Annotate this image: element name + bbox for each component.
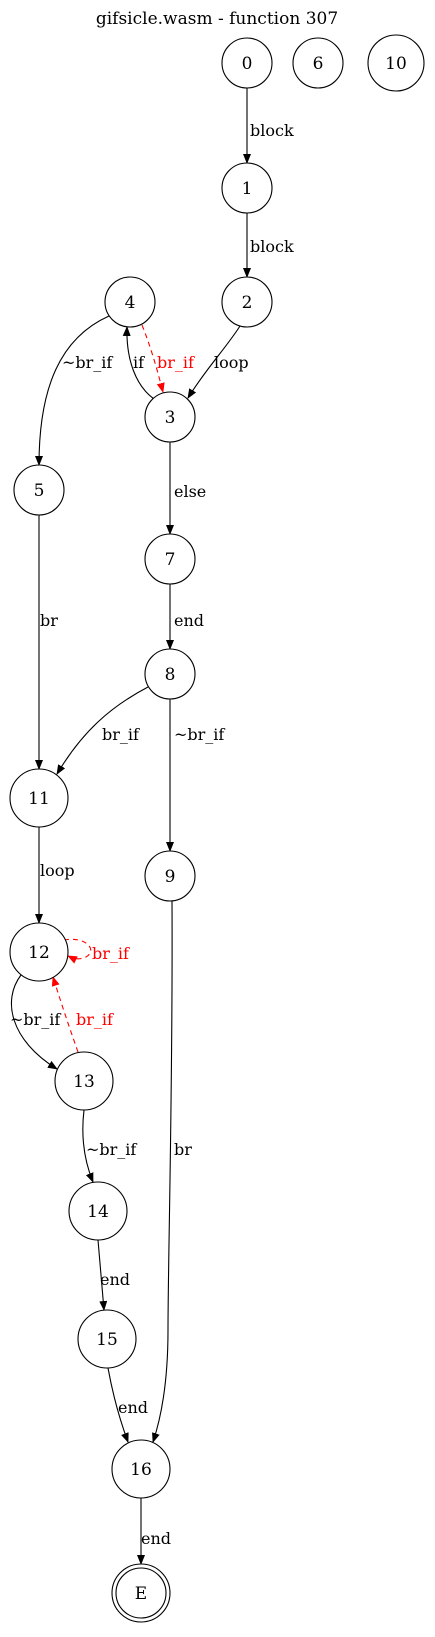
edge-3-4 [122,326,155,400]
node-3: 3 [144,391,196,443]
node-circle-5 [13,464,65,516]
edge-2-3 [187,325,241,399]
edge-label-11-12: loop [40,861,75,880]
edge-12-12 [63,938,92,964]
node-circle-2 [221,276,273,328]
node-label-12: 12 [28,943,50,963]
node-2: 2 [221,276,273,328]
node-circle-6 [292,37,344,89]
node-13: 13 [54,1051,114,1111]
edge-label-13-12: br_if [76,1010,114,1029]
edge-15-16 [107,1367,129,1443]
node-circle-12 [9,922,69,982]
node-E: E [111,1563,171,1623]
edge-label-1-2: block [250,237,294,256]
node-circle-4 [104,276,156,328]
edge-label-3-7: else [174,482,206,501]
node-10: 10 [367,34,425,92]
node-circle-1 [221,162,273,214]
node-circle-15 [77,1309,137,1369]
edge-9-16 [152,900,173,1443]
node-circle-10 [367,34,425,92]
node-circle-8 [144,648,196,700]
edge-label-0-1: block [250,121,294,140]
node-0: 0 [221,37,273,89]
node-label-7: 7 [165,550,176,570]
node-label-11: 11 [28,789,50,809]
node-circle-0 [221,37,273,89]
node-circle-14 [68,1181,128,1241]
node-14: 14 [68,1181,128,1241]
edge-label-15-16: end [118,1398,148,1417]
node-label-15: 15 [96,1330,118,1350]
graph-title: gifsicle.wasm - function 307 [96,9,338,29]
edge-label-4-3: br_if [157,353,195,372]
node-11: 11 [9,768,69,828]
node-label-6: 6 [313,54,324,74]
node-label-E: E [135,1584,147,1604]
node-label-8: 8 [165,665,176,685]
node-label-3: 3 [165,408,176,428]
node-label-16: 16 [130,1460,152,1480]
node-circle-7 [144,533,196,585]
node-15: 15 [77,1309,137,1369]
node-9: 9 [144,850,196,902]
node-7: 7 [144,533,196,585]
edge-4-5 [35,315,110,466]
edge-label-14-15: end [100,1270,130,1289]
edge-label-12-13: ~br_if [10,1010,61,1029]
edge-8-11 [56,686,149,775]
edge-13-14 [82,1109,94,1183]
node-circle-13 [54,1051,114,1111]
node-label-2: 2 [242,293,253,313]
node-label-1: 1 [242,179,253,199]
node-circle-9 [144,850,196,902]
node-inner-circle-E [115,1567,167,1619]
node-4: 4 [104,276,156,328]
node-1: 1 [221,162,273,214]
node-label-14: 14 [87,1202,109,1222]
edge-label-7-8: end [174,611,204,630]
node-label-4: 4 [125,293,136,313]
node-label-5: 5 [34,481,45,501]
node-6: 6 [292,37,344,89]
node-label-13: 13 [73,1072,95,1092]
edge-label-12-12: br_if [92,944,130,963]
node-12: 12 [9,922,69,982]
node-label-0: 0 [242,54,253,74]
node-circle-3 [144,391,196,443]
edge-label-4-5: ~br_if [62,353,113,372]
node-8: 8 [144,648,196,700]
node-label-10: 10 [385,54,407,74]
edge-label-5-11: br [40,611,58,630]
edge-label-16-E: end [141,1529,171,1548]
node-label-9: 9 [165,867,176,887]
node-circle-16 [111,1439,171,1499]
edge-14-15 [97,1239,108,1311]
node-5: 5 [13,464,65,516]
edge-label-8-11: br_if [102,725,140,744]
edge-label-9-16: br [174,1140,192,1159]
node-circle-11 [9,768,69,828]
edge-label-3-4: if [133,353,145,372]
edge-12-13 [10,974,58,1070]
edge-label-2-3: loop [214,353,249,372]
edge-label-8-9: ~br_if [174,725,225,744]
node-16: 16 [111,1439,171,1499]
edge-label-13-14: ~br_if [86,1140,137,1159]
